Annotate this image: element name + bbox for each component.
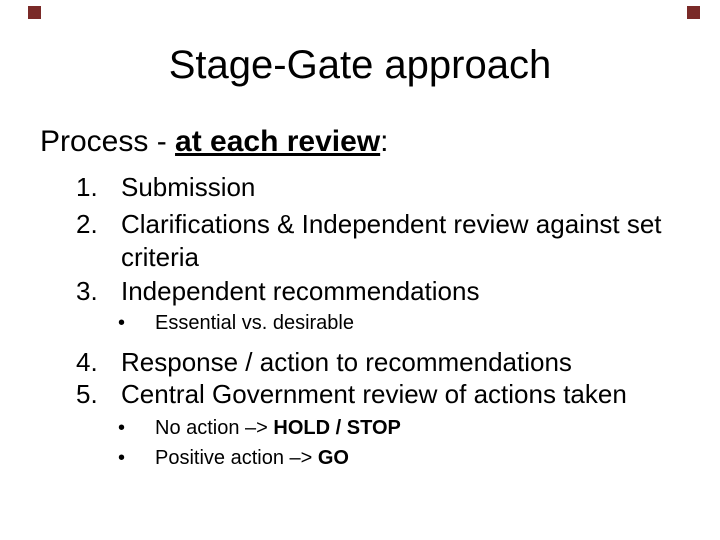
item-number: 5. (76, 379, 98, 409)
numbered-item-4: 4. Response / action to recommendations (76, 346, 572, 379)
numbered-item-2: 2. Clarifications & Independent review ag… (76, 208, 691, 274)
sub-bullet-positive-action: • Positive action –> GO (118, 446, 349, 470)
slide-title: Stage-Gate approach (168, 43, 552, 87)
process-heading-emphasis: at each review (175, 125, 381, 158)
numbered-item-5: 5. Central Government review of actions t… (76, 378, 627, 411)
sub-bullet-text: Positive action –> (155, 447, 318, 469)
sub-bullet-bold-text: GO (317, 447, 349, 469)
sub-bullet-no-action: • No action –> HOLD / STOP (118, 416, 401, 440)
corner-marker-top-right (687, 6, 700, 19)
numbered-item-1: 1. Submission (76, 171, 255, 204)
bullet-icon: • (118, 312, 126, 334)
item-text: Independent recommendations (121, 276, 480, 306)
item-number: 4. (76, 347, 98, 377)
item-number: 3. (76, 276, 98, 306)
sub-bullet-bold-text: HOLD / STOP (273, 417, 401, 439)
bullet-icon: • (118, 447, 126, 469)
numbered-item-3: 3. Independent recommendations (76, 275, 479, 308)
item-number: 2. (76, 209, 98, 239)
process-heading-suffix: : (380, 125, 389, 158)
item-text: Response / action to recommendations (121, 347, 572, 377)
corner-marker-top-left (28, 6, 41, 19)
sub-bullet-text: No action –> (155, 417, 274, 439)
process-heading-prefix: Process - (40, 125, 176, 158)
item-number: 1. (76, 172, 98, 202)
item-text: Submission (121, 172, 256, 202)
bullet-icon: • (118, 417, 126, 439)
sub-bullet-text: Essential vs. desirable (155, 312, 354, 334)
item-text: Central Government review of actions tak… (121, 379, 627, 409)
sub-bullet-essential: • Essential vs. desirable (118, 311, 354, 335)
process-heading: Process - at each review: (40, 124, 389, 160)
item-text: Clarifications & Independent review agai… (121, 209, 662, 272)
